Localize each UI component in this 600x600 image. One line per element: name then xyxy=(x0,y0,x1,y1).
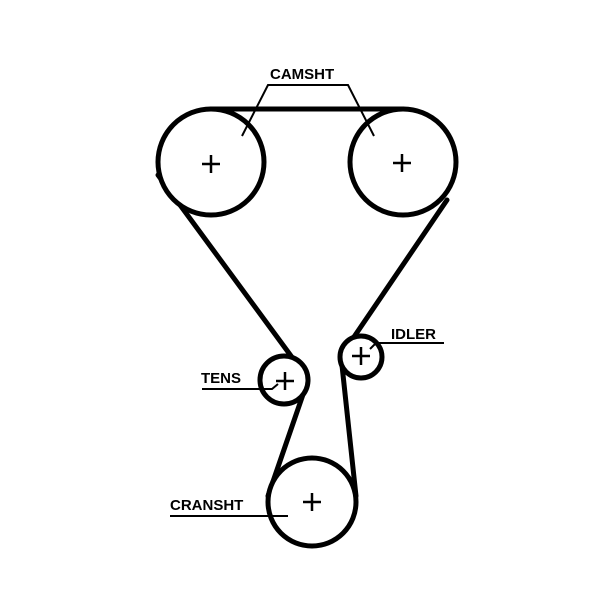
idler-leader-line xyxy=(369,342,444,350)
plus-icon xyxy=(303,493,321,511)
crankshaft-label: CRANSHT xyxy=(170,497,243,514)
camshaft-label: CAMSHT xyxy=(270,66,334,83)
plus-icon xyxy=(393,154,411,172)
plus-icon xyxy=(276,372,294,390)
crankshaft-pulley xyxy=(265,455,359,549)
camshaft-pulley-right xyxy=(347,106,459,218)
plus-icon xyxy=(352,347,370,365)
tensioner-leader-line xyxy=(202,383,279,390)
tensioner-label: TENS xyxy=(201,370,241,387)
plus-icon xyxy=(202,155,220,173)
tensioner-pulley xyxy=(257,353,311,407)
idler-label: IDLER xyxy=(391,326,436,343)
belt-right-run xyxy=(338,197,450,359)
belt-idler-to-crank-run xyxy=(338,353,359,499)
camshaft-leader-line xyxy=(241,84,375,137)
camshaft-pulley-left xyxy=(155,106,267,218)
